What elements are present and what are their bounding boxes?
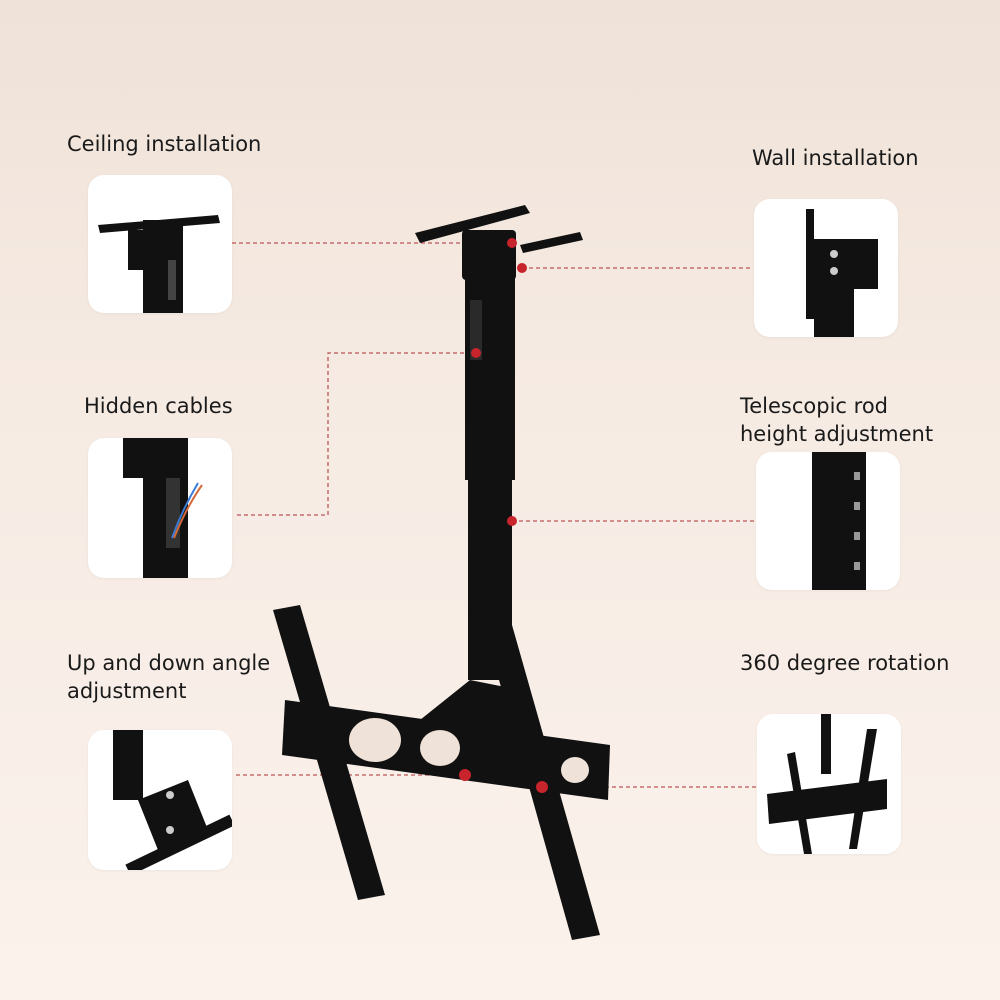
- card-wall-installation: [754, 199, 898, 337]
- hidden-cables-image: [123, 438, 203, 578]
- label-wall-installation: Wall installation: [752, 146, 919, 170]
- card-360-rotation: [757, 714, 901, 854]
- label-360-rotation: 360 degree rotation: [740, 651, 950, 675]
- label-ceiling-installation: Ceiling installation: [67, 132, 262, 156]
- label-telescopic-rod: Telescopic rod height adjustment: [740, 394, 934, 446]
- card-hidden-cables: [88, 438, 232, 578]
- label-hidden-cables: Hidden cables: [84, 394, 233, 418]
- rotation-image: [767, 714, 887, 854]
- angle-adjustment-image: [113, 730, 232, 870]
- ceiling-mount-image: [98, 215, 220, 313]
- card-telescopic-rod: [756, 452, 900, 590]
- telescopic-rod-image: [812, 452, 866, 590]
- card-angle-adjustment: [88, 730, 232, 870]
- card-ceiling-installation: [88, 175, 232, 313]
- wall-mount-image: [806, 209, 878, 337]
- label-angle-adjustment: Up and down angle adjustment: [67, 651, 271, 703]
- accent-dots: [459, 238, 548, 793]
- tv-mount: [273, 205, 610, 940]
